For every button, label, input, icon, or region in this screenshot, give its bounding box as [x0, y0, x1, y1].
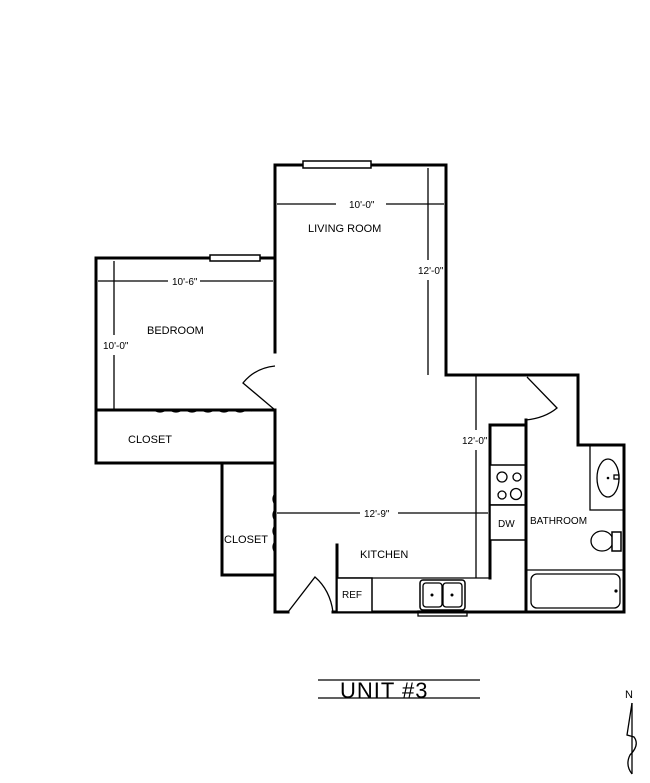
bedroom-window	[209, 254, 261, 262]
hall-closet-curtain	[272, 494, 276, 560]
bedroom-walls	[94, 254, 277, 465]
bathroom-sink	[589, 444, 625, 511]
living-room-label: LIVING ROOM	[308, 223, 381, 235]
refrigerator-label: REF	[342, 590, 362, 601]
hall-closet-label: CLOSET	[224, 534, 268, 546]
bedroom-width-dim: 10'-6"	[172, 277, 198, 288]
north-label: N	[625, 689, 633, 701]
dishwasher-label: DW	[498, 519, 515, 530]
kitchen-depth-dim: 12'-0"	[462, 436, 488, 447]
living-room-depth-dim: 12'-0"	[418, 266, 444, 277]
entry-door	[287, 576, 334, 613]
kitchen-width-dim: 12'-9"	[364, 509, 390, 520]
unit-title: UNIT #3	[318, 678, 480, 703]
north-arrow-icon: N	[625, 689, 637, 775]
kitchen-walls	[273, 423, 528, 617]
bedroom-label: BEDROOM	[147, 325, 204, 337]
closet-curtain	[147, 409, 253, 413]
toilet	[590, 530, 622, 552]
bathroom-door	[525, 376, 558, 421]
bathroom-label: BATHROOM	[530, 516, 587, 527]
refrigerator	[336, 577, 373, 613]
bathroom-walls	[524, 376, 626, 614]
kitchen-label: KITCHEN	[360, 549, 408, 561]
unit-title-text: UNIT #3	[340, 678, 429, 703]
bathtub	[526, 569, 624, 609]
living-room-width-dim: 10'-0"	[349, 200, 375, 211]
bedroom-closet-label: CLOSET	[128, 434, 172, 446]
bedroom-depth-dim: 10'-0"	[103, 341, 129, 352]
bedroom-door	[242, 365, 276, 411]
stove	[489, 464, 527, 506]
kitchen-sink	[417, 579, 468, 617]
living-room-window	[302, 160, 372, 169]
dimension-lines	[98, 168, 488, 578]
hall-closet-walls	[220, 461, 277, 577]
